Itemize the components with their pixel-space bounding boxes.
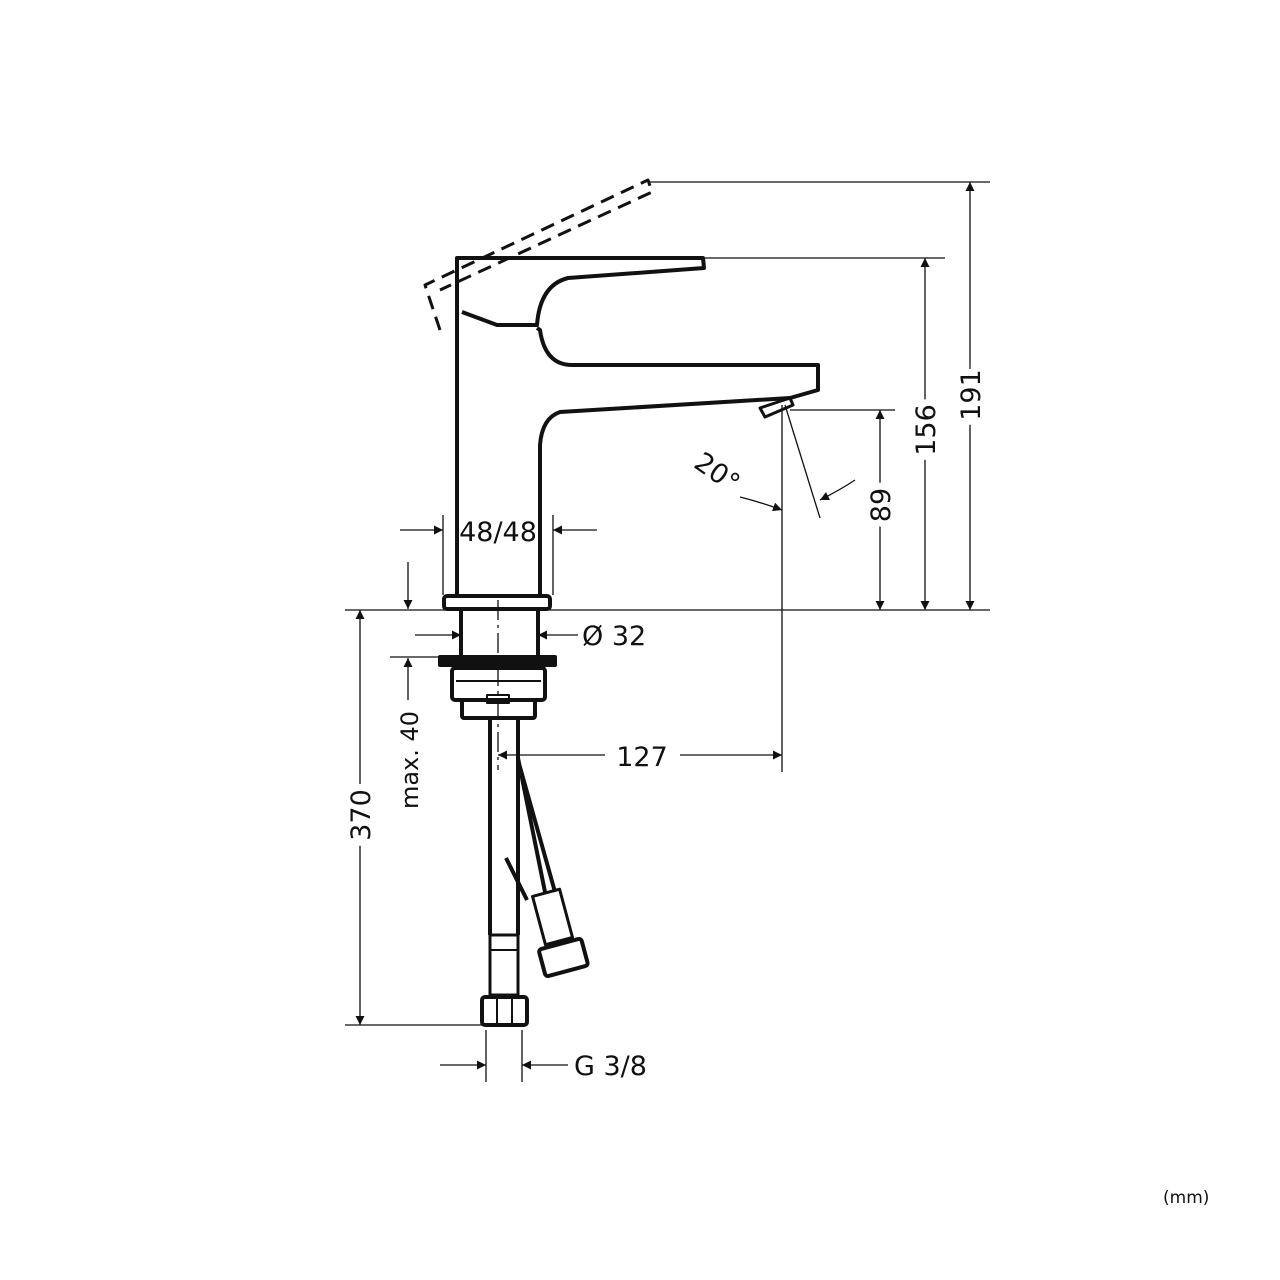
label-body-width: 48/48 (459, 517, 537, 548)
label-spout-reach: 127 (616, 742, 668, 773)
label-connection-thread: G 3/8 (574, 1051, 647, 1082)
label-spout-height: 89 (866, 488, 897, 522)
reference-lines (345, 181, 990, 1082)
straight-hose (488, 718, 520, 935)
label-handle-height: 156 (911, 404, 942, 456)
angled-hose (504, 757, 557, 901)
aerator (758, 396, 795, 419)
faucet-outline (423, 178, 820, 1027)
angled-hose-nut (537, 936, 590, 979)
dimension-lines (355, 182, 975, 1070)
hose-nut (480, 995, 529, 1027)
label-max-deck-thickness: max. 40 (396, 711, 424, 809)
label-hose-length: 370 (346, 789, 377, 841)
handle (455, 256, 706, 330)
shank (459, 607, 540, 659)
label-total-height: 191 (956, 369, 987, 421)
hose-fitting (488, 933, 520, 997)
label-spout-angle: 20° (688, 447, 745, 500)
lever-open-position (423, 178, 654, 331)
angled-hose-fitting (531, 887, 575, 947)
label-shank-diameter: Ø 32 (582, 621, 646, 652)
spout-and-body (455, 326, 820, 598)
units-label: (mm) (1163, 1188, 1210, 1208)
